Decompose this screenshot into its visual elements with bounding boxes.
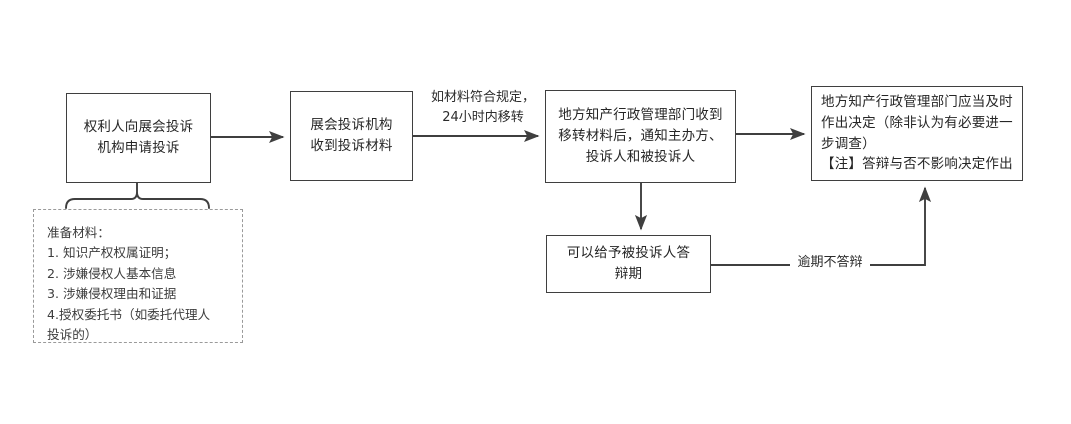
- local-ip-authority-decision-box[interactable]: 地方知产行政管理部门应当及时 作出决定（除非认为有必要进一 步调查） 【注】答辩…: [811, 86, 1023, 181]
- local-ip-authority-decision-text: 地方知产行政管理部门应当及时 作出决定（除非认为有必要进一 步调查） 【注】答辩…: [821, 93, 1013, 173]
- overdue-no-defense-label: 逾期不答辩: [790, 255, 870, 271]
- brace-applicant-to-note: [65, 182, 210, 209]
- exhibition-office-receives-box[interactable]: 展会投诉机构 收到投诉材料: [290, 91, 413, 181]
- edge-defense-to-decision: [711, 186, 932, 266]
- rights-holder-complaint-box[interactable]: 权利人向展会投诉 机构申请投诉: [66, 93, 211, 183]
- preparation-materials-note: 准备材料： 1. 知识产权权属证明； 2. 涉嫌侵权人基本信息 3. 涉嫌侵权理…: [33, 209, 243, 343]
- defense-period-box[interactable]: 可以给予被投诉人答 辩期: [546, 235, 711, 293]
- local-ip-authority-notifies-text: 地方知产行政管理部门收到 移转材料后，通知主办方、 投诉人和被投诉人: [558, 107, 723, 165]
- exhibition-office-receives-text: 展会投诉机构 收到投诉材料: [310, 117, 393, 154]
- rights-holder-complaint-text: 权利人向展会投诉 机构申请投诉: [83, 119, 194, 156]
- transfer-condition-label: 如材料符合规定， 24小时内移转: [430, 90, 535, 125]
- local-ip-authority-notifies-box[interactable]: 地方知产行政管理部门收到 移转材料后，通知主办方、 投诉人和被投诉人: [545, 90, 736, 183]
- defense-period-text: 可以给予被投诉人答 辩期: [566, 245, 691, 282]
